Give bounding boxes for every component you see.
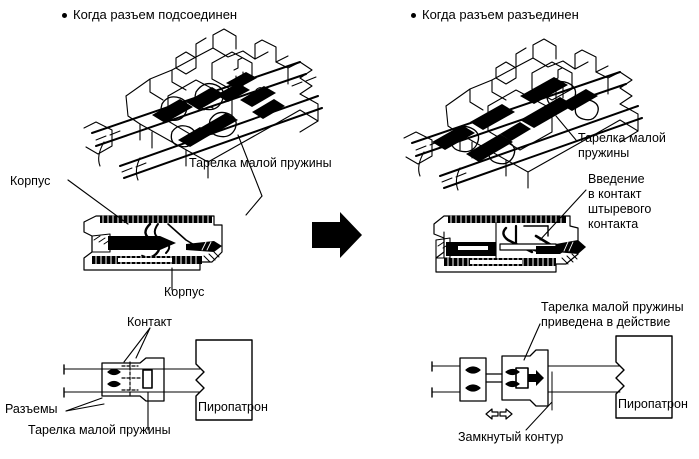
left-heading-bullet [62, 13, 67, 18]
label-left-housing-upper: Корпус [10, 174, 51, 188]
right-cross-section [433, 215, 586, 273]
right-heading-bullet [411, 13, 416, 18]
leader-contact-2 [123, 327, 151, 363]
leader-closed-circuit [525, 371, 553, 431]
label-squib-left: Пиропатрон [198, 400, 268, 414]
label-closed-circuit: Замкнутый контур [458, 430, 564, 444]
leader-contact-1 [135, 327, 151, 359]
leader-left-spring-plate-down [245, 195, 263, 216]
leader-pin-contact-insertion [539, 189, 587, 241]
label-left-housing-lower: Корпус [164, 285, 205, 299]
leader-right-spring-plate [555, 115, 577, 141]
flow-arrow-right [312, 212, 362, 258]
label-spring-plate-schematic: Тарелка малой пружины [28, 423, 171, 437]
right-isometric-connector [403, 38, 643, 191]
label-connectors: Разъемы [5, 402, 58, 416]
leader-connectors-1 [65, 397, 103, 412]
leader-left-housing-upper [67, 179, 129, 225]
leader-connectors-2 [65, 403, 105, 412]
label-right-small-spring-plate: Тарелка малой пружины [578, 131, 666, 160]
left-cross-section [83, 215, 223, 271]
label-left-small-spring-plate: Тарелка малой пружины [189, 156, 332, 170]
label-right-pin-contact-insertion: Введение в контакт штыревого контакта [588, 172, 652, 231]
leader-spring-plate-actuated [523, 323, 541, 361]
label-contact: Контакт [127, 315, 173, 329]
label-squib-right: Пиропатрон [618, 397, 688, 411]
left-panel-heading: Когда разъем подсоединен [73, 7, 238, 22]
right-panel-heading: Когда разъем разъединен [422, 7, 579, 22]
label-spring-plate-actuated: Тарелка малой пружины приведена в действ… [541, 300, 684, 329]
